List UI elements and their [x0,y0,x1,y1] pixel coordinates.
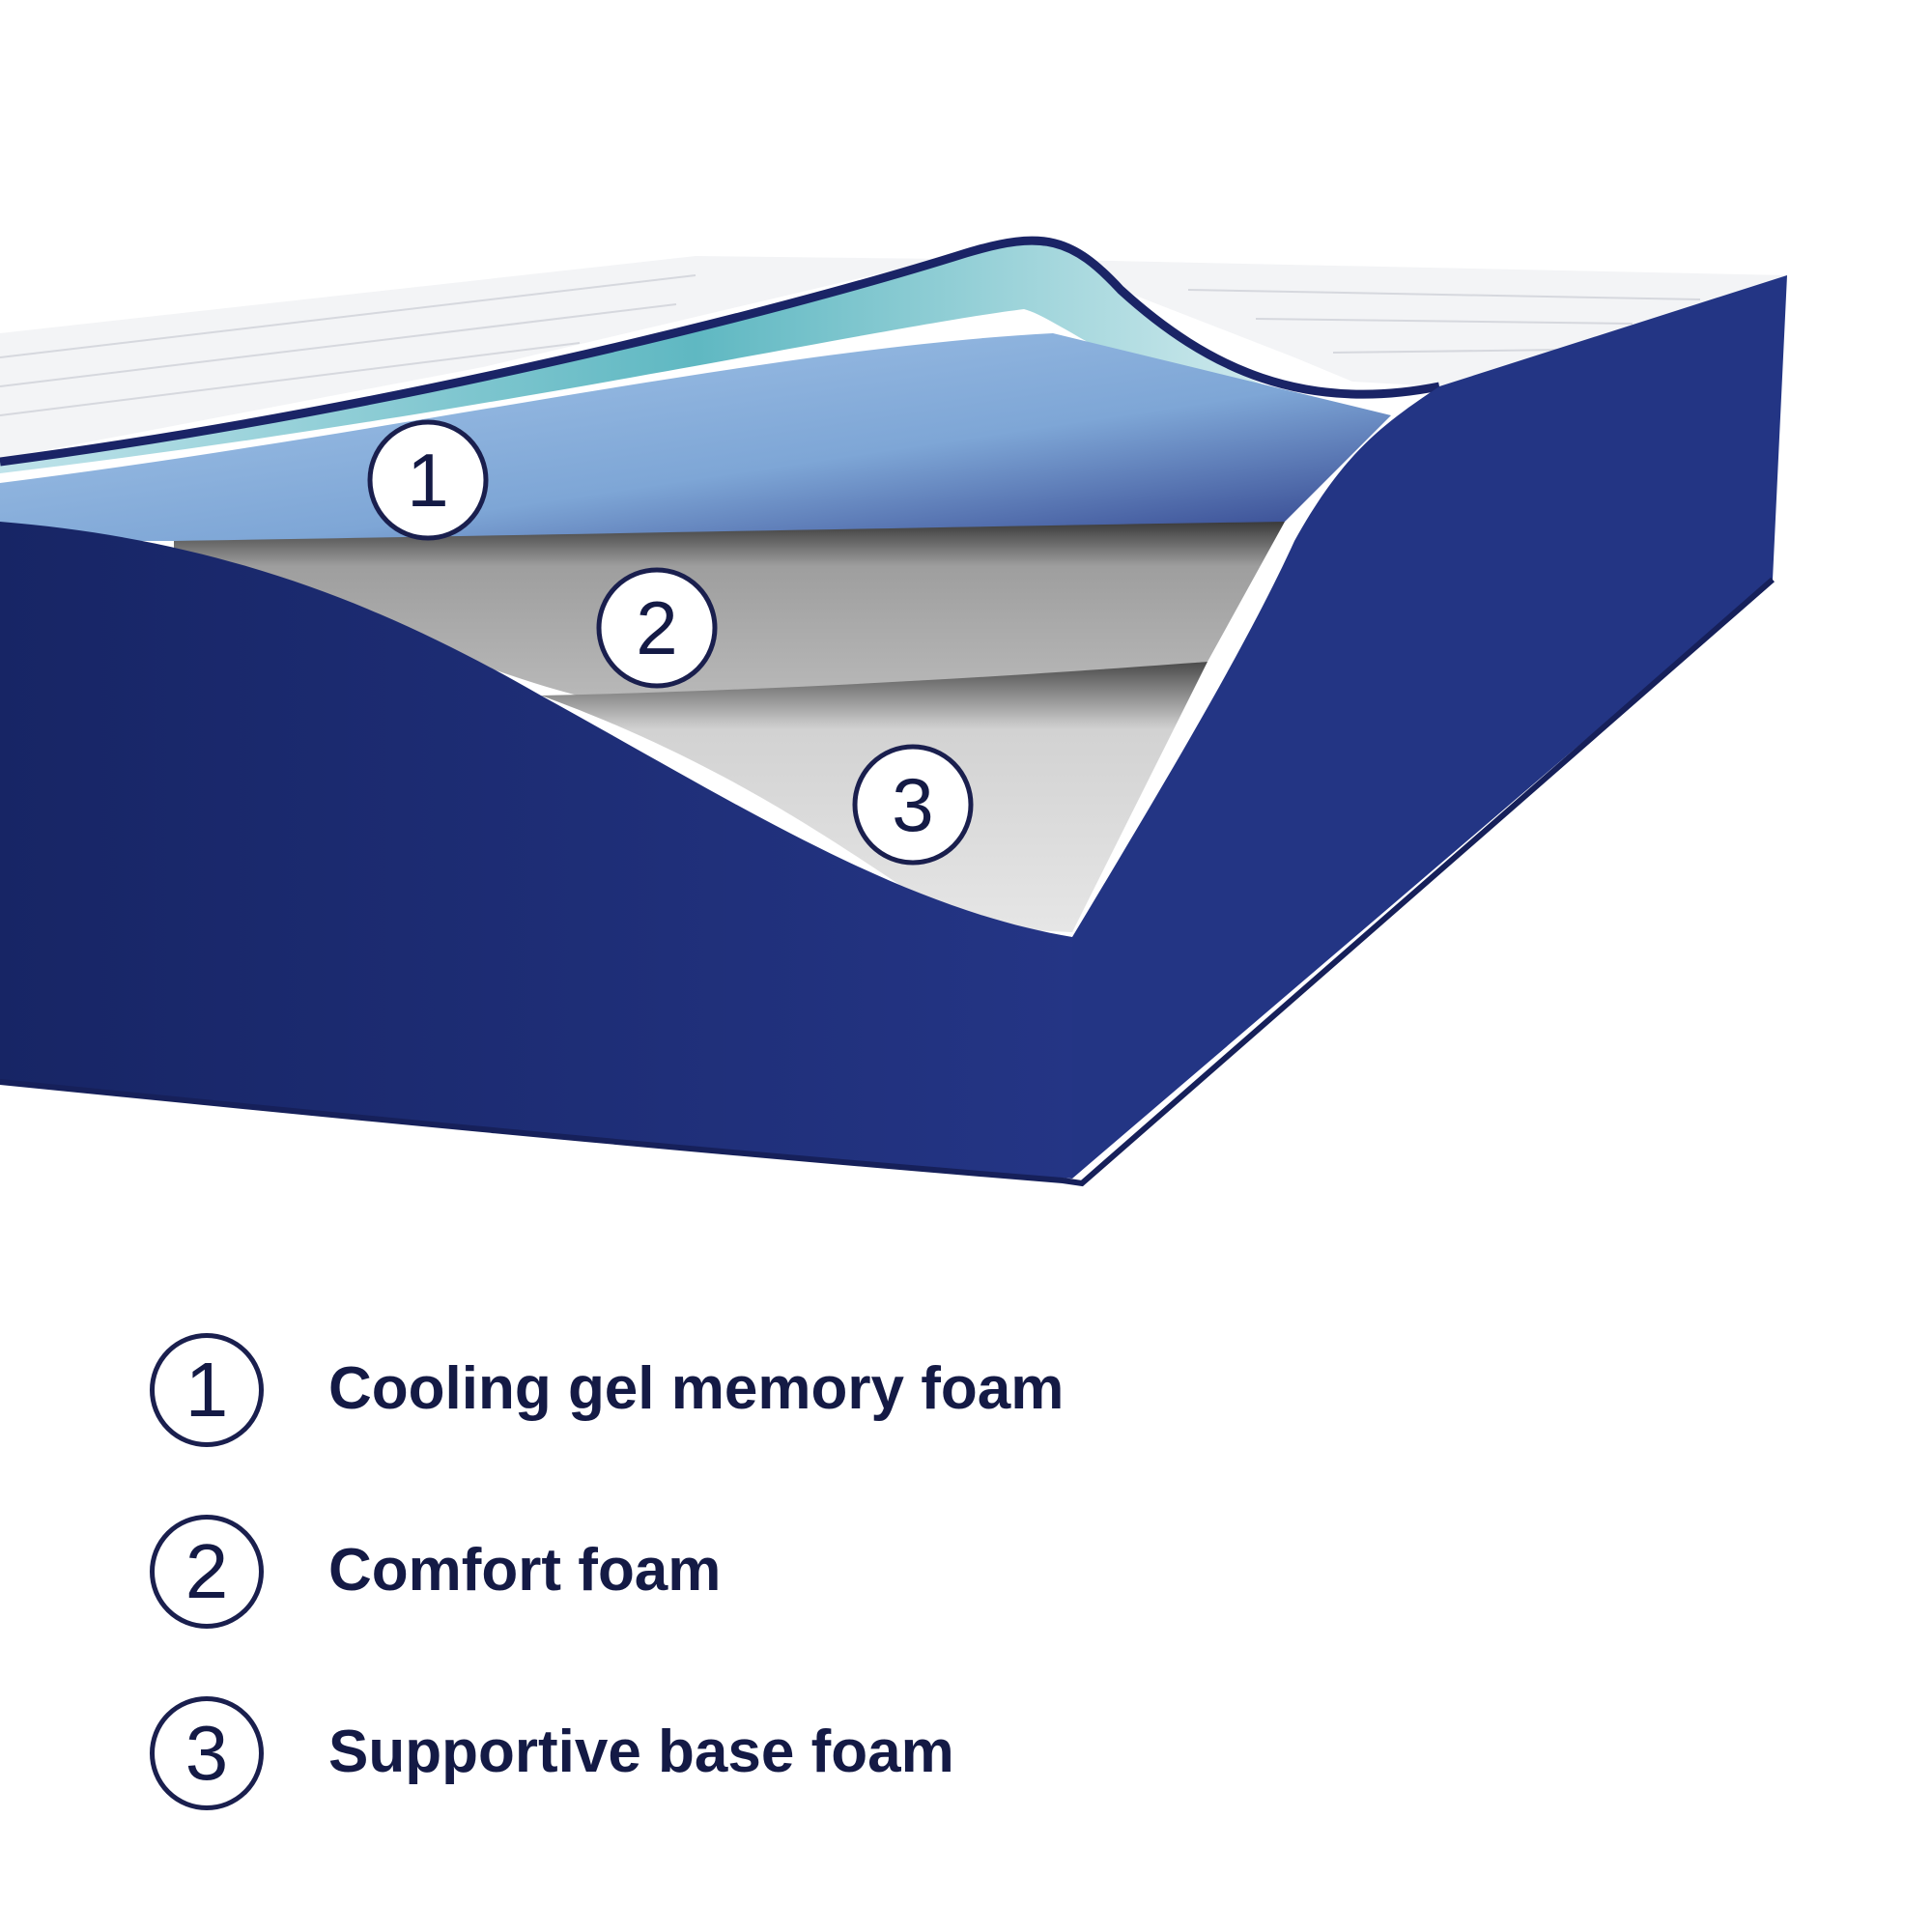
legend-item-3: 3 Supportive base foam [150,1696,1792,1820]
layer-legend: 1 Cooling gel memory foam 2 Comfort foam… [150,1333,1792,1878]
marker-1-number: 1 [407,438,448,523]
cover-edge-piping [0,236,1440,467]
mattress-bottom-edge [0,577,1775,1187]
legend-label-3: Supportive base foam [328,1719,954,1785]
marker-2: 2 [596,567,718,689]
cover-flap [0,242,1391,473]
marker-2-number: 2 [636,585,677,670]
layer-1-gel-foam [0,333,1391,541]
legend-item-2: 2 Comfort foam [150,1515,1792,1638]
mattress-layers-illustration: 1 2 3 [0,236,1787,1187]
legend-number-badge-2: 2 [150,1515,264,1629]
legend-label-1: Cooling gel memory foam [328,1355,1065,1422]
mattress-top-cover [0,242,1787,459]
marker-1: 1 [367,419,489,541]
marker-3-number: 3 [892,762,933,847]
marker-3: 3 [852,744,974,866]
layer-2-comfort-foam [174,522,1285,700]
mattress-right-side [1072,275,1787,1179]
legend-number-badge-3: 3 [150,1696,264,1810]
legend-label-2: Comfort foam [328,1537,722,1604]
legend-item-1: 1 Cooling gel memory foam [150,1333,1792,1457]
mattress-front-side [0,522,1072,1179]
quilt-lines [0,274,1701,416]
legend-number-badge-1: 1 [150,1333,264,1447]
